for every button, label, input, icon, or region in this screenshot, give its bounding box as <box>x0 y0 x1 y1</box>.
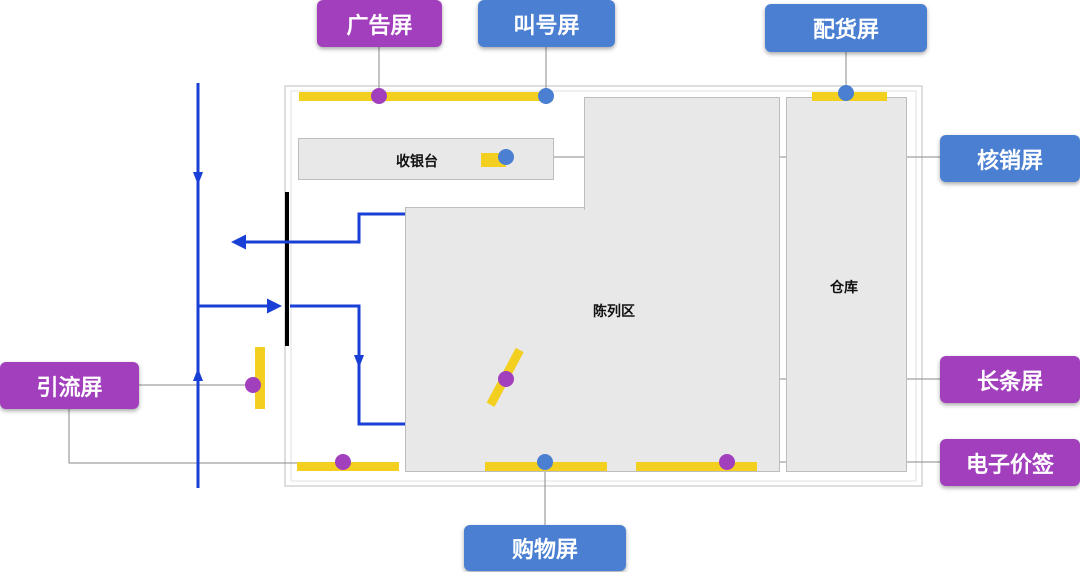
display-zone-upper <box>584 97 780 210</box>
display-zone: 陈列区 <box>405 207 780 472</box>
ad-screen-tag: 广告屏 <box>317 0 442 47</box>
loop-arrow-down <box>354 355 364 368</box>
display-label: 陈列区 <box>593 304 635 320</box>
cashier-label: 收银台 <box>396 154 438 170</box>
call-screen-tag: 叫号屏 <box>478 0 615 47</box>
esl-tag: 电子价签 <box>940 439 1080 486</box>
leader-esl-left <box>68 409 343 464</box>
warehouse-label: 仓库 <box>830 280 858 296</box>
warehouse-zone: 仓库 <box>786 97 907 472</box>
cashier-zone: 收银台 <box>298 138 554 180</box>
flow-arrow-up <box>193 368 203 381</box>
flow-arrow-down <box>193 172 203 185</box>
delivery-screen-tag: 配货屏 <box>765 4 927 52</box>
strip-screen-tag: 长条屏 <box>940 356 1080 403</box>
shopping-screen-tag: 购物屏 <box>464 525 626 571</box>
verify-screen-tag: 核销屏 <box>940 135 1080 182</box>
store-inner-wall <box>290 90 917 482</box>
guide-screen-tag: 引流屏 <box>0 362 139 409</box>
